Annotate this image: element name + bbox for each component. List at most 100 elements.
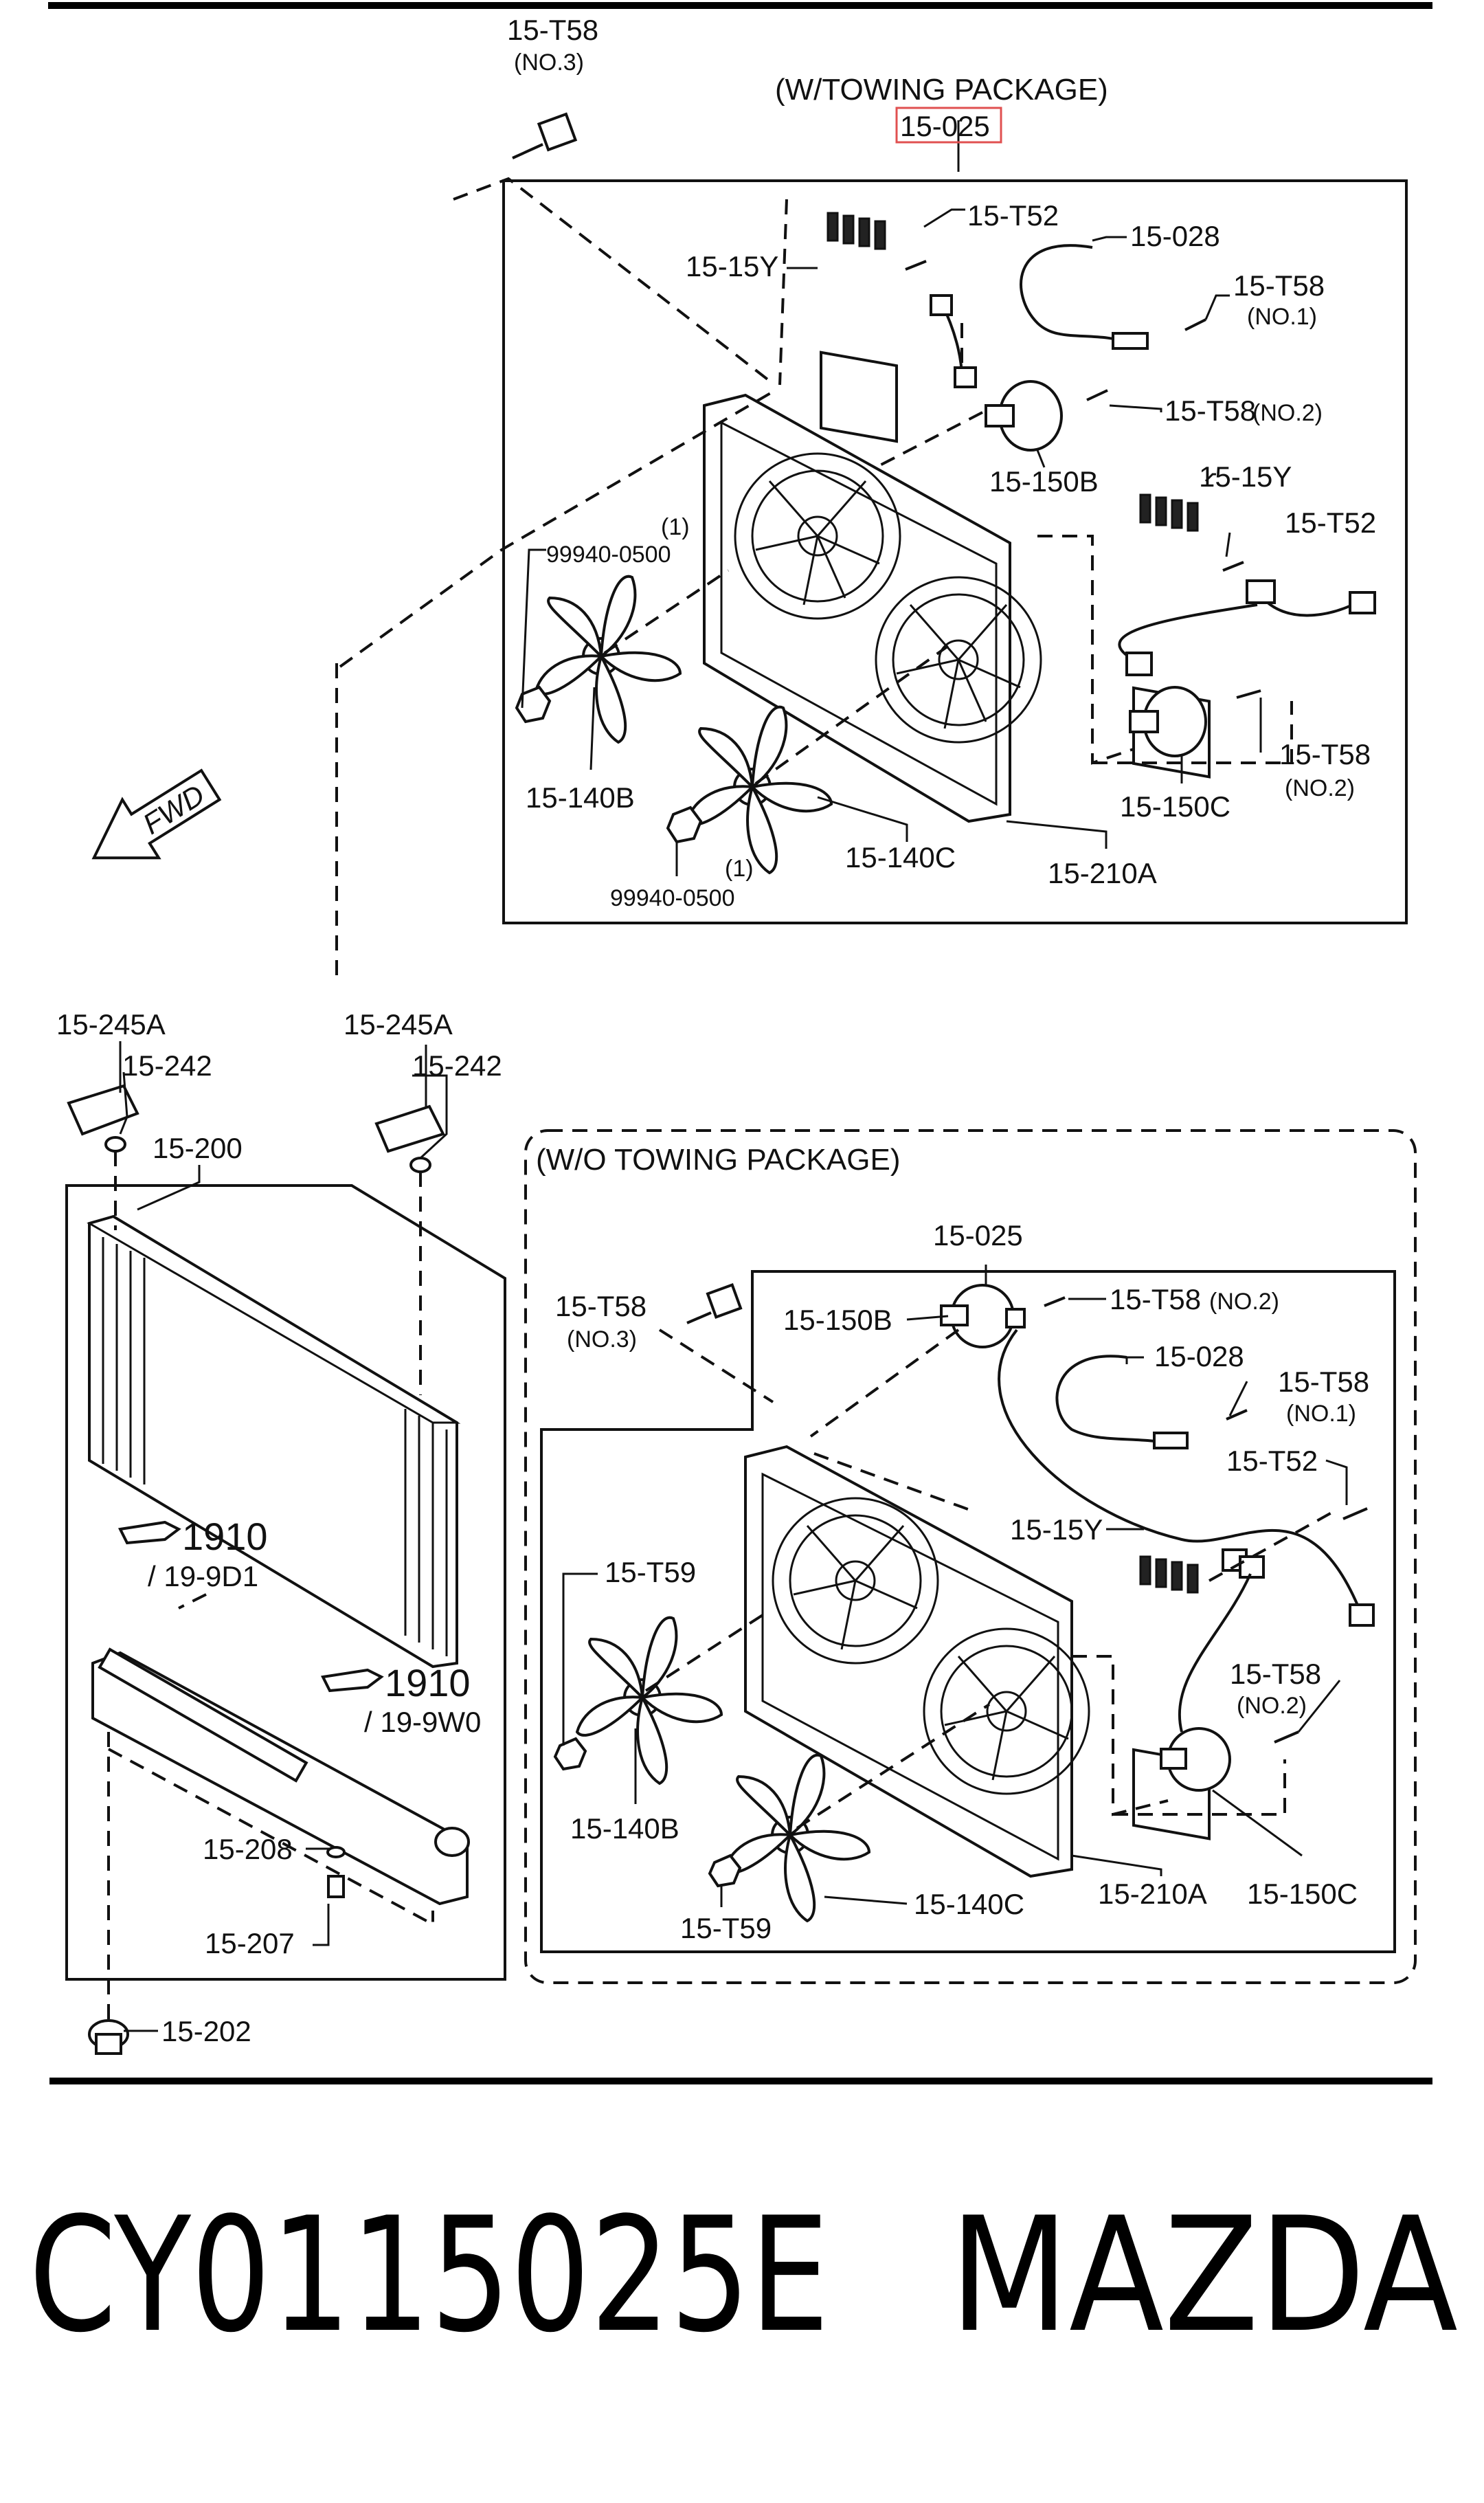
label-no2-b: (NO.2) <box>1285 775 1355 801</box>
screw-icon <box>1342 1507 1368 1520</box>
radiator-core-icon <box>87 1214 461 1669</box>
fan-motor-icon <box>1160 1727 1231 1792</box>
fwd-arrow-icon: FWD <box>91 768 222 860</box>
without-towing-frame <box>524 1129 1417 1984</box>
label-208: 15-208 <box>203 1833 293 1865</box>
label-t58-no2-a: 15-T58 <box>1165 394 1256 427</box>
label-t58-no2-bot: 15-T58 <box>1110 1283 1201 1315</box>
nut-icon <box>708 1854 742 1888</box>
label-nut-b: 99940-0500 <box>610 885 735 911</box>
label-19-9d1: / 19-9D1 <box>148 1560 258 1592</box>
nut-icon <box>553 1737 587 1771</box>
label-028-bot: 15-028 <box>1154 1340 1244 1372</box>
fan-blade-icon <box>575 1616 723 1786</box>
fan-blade-icon <box>723 1753 871 1923</box>
screw-icon <box>1086 389 1108 401</box>
label-t58-no3-bot: 15-T58 <box>555 1290 647 1322</box>
label-150b-top: 15-150B <box>989 465 1099 498</box>
label-no1: (NO.1) <box>1247 304 1317 330</box>
without-towing-title: (W/O TOWING PACKAGE) <box>536 1143 900 1177</box>
with-towing-frame <box>502 179 1408 924</box>
fan-shroud-icon <box>744 1445 1090 1878</box>
with-towing-group <box>335 112 1408 976</box>
label-140b-bot: 15-140B <box>570 1812 679 1845</box>
radiator-frame <box>65 1184 506 1981</box>
label-t52-top: 15-T52 <box>967 199 1059 232</box>
label-no2-bot: (NO.2) <box>1209 1289 1279 1315</box>
label-t52-bot: 15-T52 <box>1226 1445 1318 1477</box>
label-150c-bot: 15-150C <box>1247 1878 1358 1910</box>
without-towing-inner-frame <box>540 1270 1396 1953</box>
label-t58-no1-bot: 15-T58 <box>1278 1366 1369 1398</box>
highlight-box <box>895 107 1002 144</box>
part-number: CY0115025E <box>29 2184 829 2368</box>
label-no2-a: (NO.2) <box>1252 400 1323 426</box>
fan-blade-icon <box>534 575 682 744</box>
fan-motor-icon <box>1129 686 1207 757</box>
label-t59-b: 15-T59 <box>680 1912 772 1944</box>
label-qty-a: (1) <box>661 514 690 540</box>
label-nut-a: 99940-0500 <box>546 542 671 568</box>
nut-icon <box>666 805 703 844</box>
radiator-cap-icon <box>88 2019 129 2055</box>
label-150c-top: 15-150C <box>1120 790 1230 823</box>
screw-icon <box>1274 1731 1299 1744</box>
label-210a-bot: 15-210A <box>1098 1878 1207 1910</box>
label-19-9w0: / 19-9W0 <box>364 1706 481 1738</box>
resistor-icon <box>1132 1555 1211 1840</box>
screw-icon <box>1226 1409 1248 1421</box>
label-028-top: 15-028 <box>1130 220 1220 252</box>
label-t52-mid: 15-T52 <box>1285 507 1376 539</box>
label-150b-bot: 15-150B <box>783 1304 892 1336</box>
bolt-icon <box>686 1283 743 1324</box>
label-15y-mid: 15-15Y <box>1199 460 1292 493</box>
label-025-bot: 15-025 <box>933 1219 1023 1252</box>
wire-harness-icon <box>1055 1355 1169 1445</box>
screw-icon <box>1222 561 1244 572</box>
label-140c-bot: 15-140C <box>914 1888 1024 1920</box>
bolt-icon <box>512 112 578 159</box>
label-210a-top: 15-210A <box>1048 857 1157 889</box>
labels: 15-T58 (NO.3) (W/TOWING PACKAGE) 15-025 … <box>56 14 1376 2047</box>
wire-harness-icon <box>1020 244 1134 345</box>
hand-pointer-icon <box>117 1520 384 1693</box>
label-200: 15-200 <box>153 1132 243 1164</box>
label-t58-no2-bot2: 15-T58 <box>1230 1658 1321 1690</box>
fan-blade-icon <box>685 705 833 875</box>
drain-plug-icon <box>326 1846 346 1898</box>
label-t59-a: 15-T59 <box>605 1556 696 1588</box>
label-1910-a: 1910 <box>182 1515 268 1558</box>
label-242-right: 15-242 <box>412 1049 502 1082</box>
radiator-mount-icon <box>67 1084 445 1153</box>
label-242-left: 15-242 <box>122 1049 212 1082</box>
brand-name: MAZDA <box>949 2184 1458 2368</box>
label-no3-top: (NO.3) <box>514 49 584 76</box>
fan-motor-icon <box>985 380 1063 452</box>
screw-icon <box>1044 1296 1066 1307</box>
label-140b-top: 15-140B <box>526 781 635 814</box>
screw-icon <box>1236 689 1261 699</box>
label-no3-bot: (NO.3) <box>567 1326 637 1353</box>
label-202: 15-202 <box>161 2015 251 2047</box>
label-no1-bot: (NO.1) <box>1286 1401 1356 1427</box>
nut-icon <box>515 685 552 724</box>
label-15y-bot: 15-15Y <box>1010 1513 1103 1546</box>
label-1910-b: 1910 <box>385 1661 471 1704</box>
radiator-tank-icon <box>91 1647 470 1906</box>
label-245a-left: 15-245A <box>56 1008 166 1041</box>
label-no2-bot2: (NO.2) <box>1237 1693 1307 1719</box>
label-t58-no2-b: 15-T58 <box>1279 738 1371 770</box>
label-t58-no1: 15-T58 <box>1233 269 1325 302</box>
radiator-group <box>65 1041 506 2055</box>
resistor-icon <box>820 212 898 443</box>
fan-shroud-icon <box>703 393 1042 823</box>
label-025-top: 15-025 <box>900 110 990 142</box>
label-207: 15-207 <box>205 1927 295 1959</box>
with-towing-title: (W/TOWING PACKAGE) <box>775 73 1108 107</box>
label-140c-top: 15-140C <box>845 841 956 874</box>
without-towing-group <box>524 1129 1417 1984</box>
label-15y-top: 15-15Y <box>686 250 778 282</box>
label-t58-top: 15-T58 <box>507 14 598 46</box>
label-245a-right: 15-245A <box>344 1008 453 1041</box>
